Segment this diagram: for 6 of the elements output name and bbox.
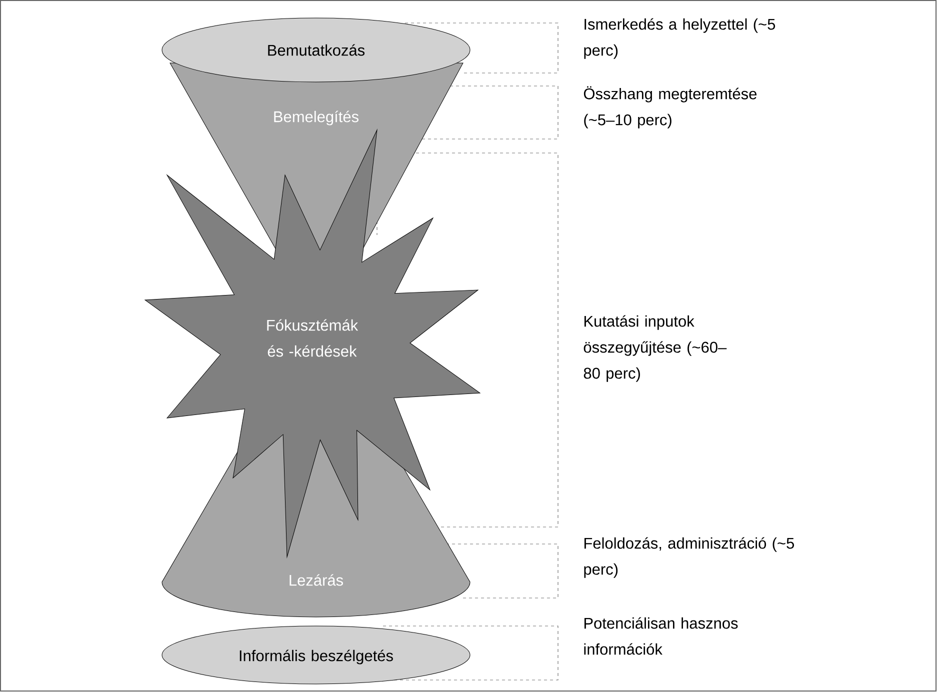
starburst: Fókusztémák és -kérdések bbox=[144, 130, 480, 558]
stage-description: Ismerkedés a helyzettel (~5 perc) bbox=[584, 18, 776, 59]
stage-description: Kutatási inputok összegyűjtése (~60–80 perc) bbox=[584, 315, 727, 382]
stage-description: Feloldozás, adminisztráció (~5 perc) bbox=[584, 537, 794, 578]
stage-description: Összhang megteremtése (~5–10 perc) bbox=[584, 86, 757, 128]
stage-description: Potenciálisan hasznos információk bbox=[584, 617, 738, 655]
